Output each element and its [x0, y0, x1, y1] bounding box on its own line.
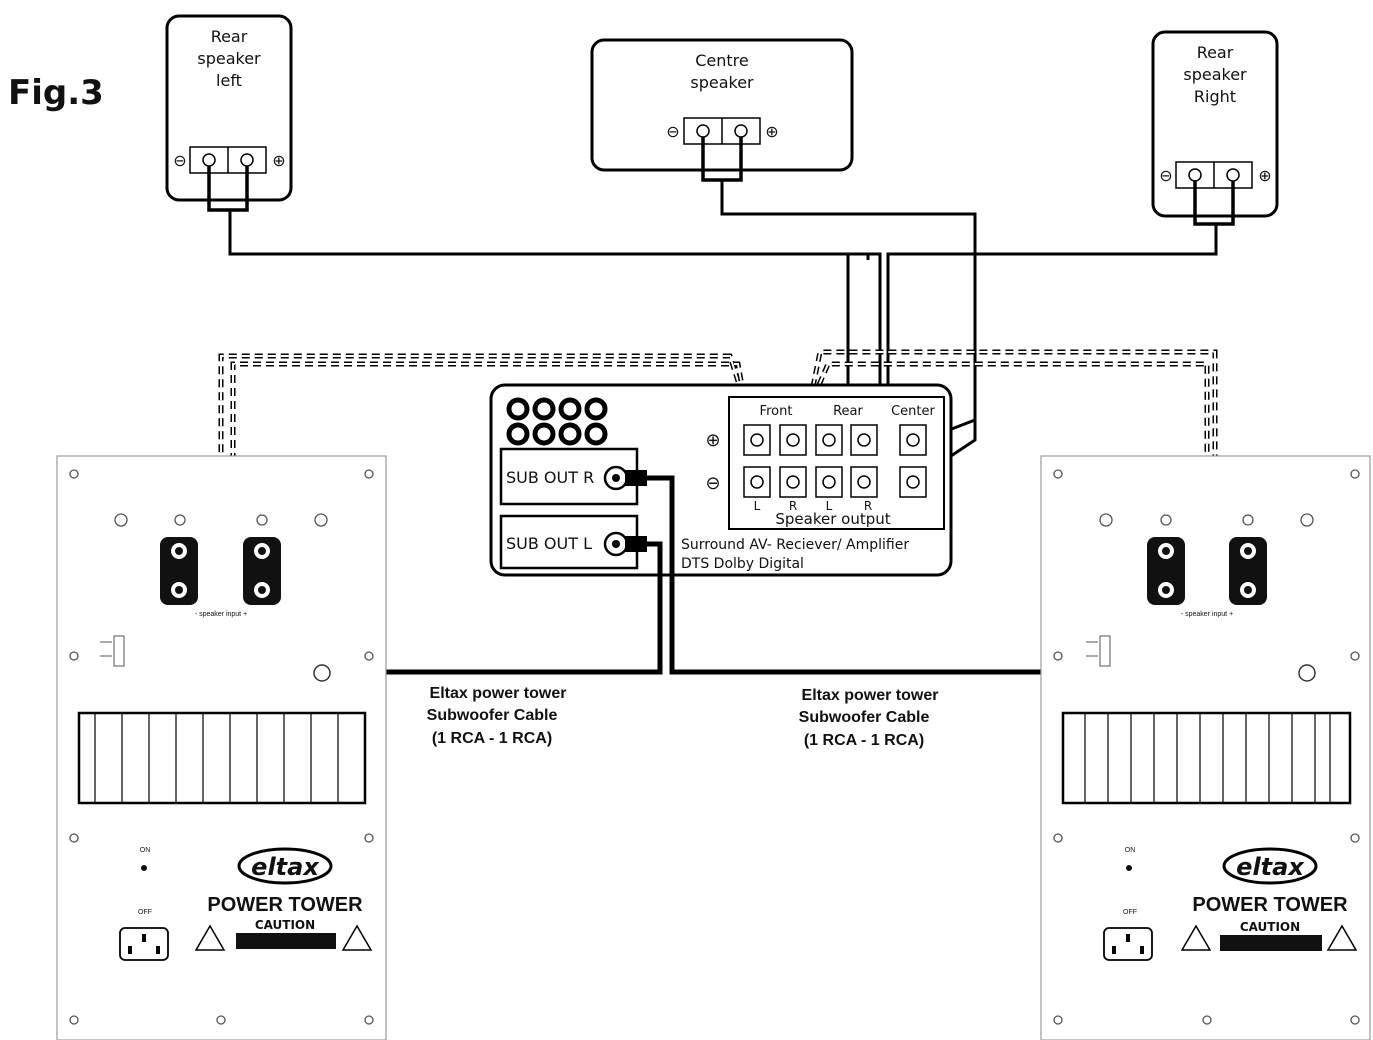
left-power-socket [119, 927, 169, 961]
right-heatsink [1061, 711, 1352, 805]
right-brand: eltax [1236, 853, 1305, 881]
receiver-name-1: Surround AV- Reciever/ Amplifier [681, 537, 909, 553]
left-cable-label-3: (1 RCA - 1 RCA) [432, 730, 552, 747]
figure-label: Fig.3 [8, 73, 104, 113]
left-off-label: OFF [138, 909, 152, 916]
left-heatsink [77, 711, 367, 805]
right-speaker-input-label: - speaker input + [1181, 611, 1233, 618]
minus-icon: ⊖ [666, 122, 679, 141]
plus-icon: ⊕ [705, 430, 720, 451]
centre-label-1: Centre [695, 51, 749, 70]
left-speaker-input: - speaker input + [160, 537, 281, 618]
minus-icon: ⊖ [1159, 166, 1172, 185]
right-rca-input [1298, 664, 1316, 682]
right-power-tower: - speaker input + ON OFF [1040, 455, 1371, 1040]
left-cable-label-2: Subwoofer Cable [427, 707, 558, 724]
terminal-grid [743, 424, 927, 498]
rear-left-label-1: Rear [211, 27, 248, 46]
centre-label-2: speaker [690, 73, 754, 92]
right-eltax-logo: eltax [1222, 847, 1318, 885]
plus-icon: ⊕ [272, 151, 285, 170]
right-on-label: ON [1125, 847, 1136, 854]
left-brand: eltax [251, 853, 320, 881]
rear-right-speaker: Rear speaker Right ⊖ ⊕ [1151, 30, 1279, 218]
rear-left-terminal: ⊖ ⊕ [173, 146, 286, 174]
av-receiver: SUB OUT R SUB OUT L ⊕ ⊖ Front Rear Cente… [489, 383, 953, 577]
left-model: POWER TOWER [207, 894, 363, 916]
terminal-label-front-r: R [789, 499, 797, 513]
left-on-label: ON [140, 847, 151, 854]
sub-out-l-label: SUB OUT L [506, 534, 592, 553]
left-power-tower: - speaker input + ON OFF [56, 455, 387, 1040]
rear-left-label-3: left [216, 71, 242, 90]
right-cable-label-2: Subwoofer Cable [799, 709, 930, 726]
left-caution: CAUTION [255, 918, 315, 932]
speaker-output-panel: Front Rear Center L R L R Speaker output [728, 396, 945, 530]
right-cable-label-3: (1 RCA - 1 RCA) [804, 732, 924, 749]
rear-header: Rear [833, 404, 863, 419]
terminal-label-front-l: L [754, 499, 761, 513]
centre-terminal: ⊖ ⊕ [666, 117, 779, 145]
speaker-output-label: Speaker output [775, 510, 890, 528]
rear-right-label-1: Rear [1197, 43, 1234, 62]
rear-right-label-3: Right [1194, 87, 1236, 106]
right-cable-label-1: Eltax power tower [802, 687, 939, 704]
right-switch [1086, 635, 1111, 667]
rear-left-label-2: speaker [197, 49, 261, 68]
front-header: Front [760, 404, 793, 419]
left-eltax-logo: eltax [237, 847, 333, 885]
right-off-label: OFF [1123, 909, 1137, 916]
left-switch [100, 635, 125, 667]
right-speaker-input: - speaker input + [1147, 537, 1267, 618]
left-rca-input [313, 664, 331, 682]
sub-out-r-jack: SUB OUT R [499, 447, 639, 506]
minus-icon: ⊖ [173, 151, 186, 170]
right-caution: CAUTION [1240, 920, 1300, 934]
rear-left-speaker: Rear speaker left ⊖ ⊕ [165, 14, 293, 202]
left-speaker-input-label: - speaker input + [195, 611, 247, 618]
terminal-label-rear-r: R [864, 499, 872, 513]
centre-speaker: Centre speaker ⊖ ⊕ [590, 38, 854, 172]
rca-jack-cluster [506, 397, 608, 446]
terminal-label-rear-l: L [826, 499, 833, 513]
sub-out-r-label: SUB OUT R [506, 468, 594, 487]
left-cable-label-1: Eltax power tower [430, 685, 567, 702]
plus-icon: ⊕ [1258, 166, 1271, 185]
center-header: Center [891, 404, 935, 419]
receiver-name-2: DTS Dolby Digital [681, 556, 804, 572]
plus-icon: ⊕ [765, 122, 778, 141]
right-power-socket [1103, 927, 1153, 961]
rear-right-label-2: speaker [1183, 65, 1247, 84]
sub-out-l-jack: SUB OUT L [499, 514, 639, 570]
minus-icon: ⊖ [705, 473, 720, 494]
right-model: POWER TOWER [1192, 894, 1348, 916]
